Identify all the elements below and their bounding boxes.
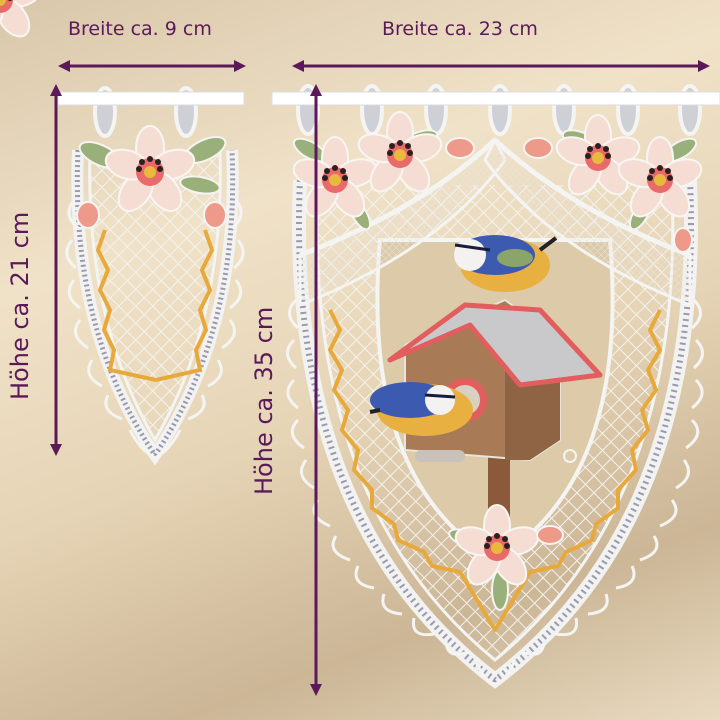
bird-bottom [369,382,473,436]
bird-top [454,235,558,292]
large-width-label: Breite ca. 23 cm [382,18,538,40]
small-lace-panel [65,86,245,466]
small-height-label: Höhe ca. 21 cm [6,211,34,400]
small-curtain-rod [57,91,245,106]
large-height-label: Höhe ca. 35 cm [250,306,278,495]
small-width-label: Breite ca. 9 cm [68,18,212,40]
large-curtain-rod [271,91,720,106]
